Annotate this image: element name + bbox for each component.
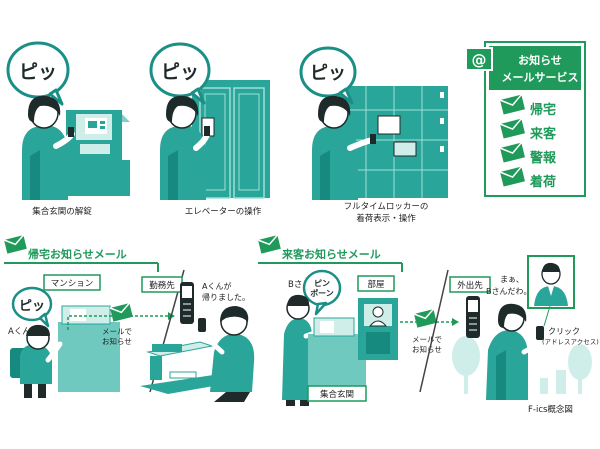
return-notification-section: 帰宅お知らせメール マンション ピッ Aくん	[3, 234, 255, 402]
mobile-phone-icon	[466, 296, 480, 338]
envelope-icon	[3, 234, 27, 254]
background-trees	[452, 336, 592, 394]
message-line1: まぁ、	[500, 275, 524, 284]
speech-bubble: ピッ	[6, 41, 70, 106]
caption-elevator: エレベーターの操作	[185, 206, 262, 217]
caption-entrance-unlock: 集合玄関の解錠	[32, 206, 92, 217]
service-item-label: 帰宅	[530, 102, 556, 118]
service-item-label: 着荷	[529, 174, 556, 190]
section-header: 来客お知らせメール	[257, 234, 403, 272]
label-b-san: Bさん	[288, 280, 311, 290]
label-room: 部屋	[367, 279, 385, 290]
label-a-kun: Aくん	[8, 327, 31, 337]
svg-text:@: @	[472, 51, 487, 69]
section-header: 帰宅お知らせメール	[3, 234, 159, 272]
bubble-text: ピッ	[310, 63, 346, 84]
bubble-text-line1: ピン	[314, 278, 330, 288]
bubble-text-line2: ポーン	[310, 288, 334, 298]
service-title-line1: お知らせ	[518, 53, 562, 67]
concept-diagram-note: F-ics概念図	[528, 404, 573, 415]
mail-at-icon: @	[465, 47, 493, 71]
envelope-icon	[499, 118, 525, 139]
envelope-icon	[499, 142, 525, 163]
resident-woman	[22, 95, 75, 200]
mobile-phone-icon	[180, 282, 194, 324]
message-line2: 帰りました。	[202, 292, 250, 302]
mail-notice-line1: メールで	[412, 335, 442, 344]
message-line2: Bさんだわ。	[486, 287, 532, 296]
mail-notice-line2: お知らせ	[412, 344, 442, 354]
panel-entrance-unlock: ピッ 集合玄関の解錠	[6, 41, 130, 217]
caption-locker-line2: 着荷表示・操作	[356, 213, 416, 224]
envelope-icon	[413, 308, 437, 328]
envelope-icon	[499, 94, 525, 115]
flow-arrow	[400, 318, 459, 326]
label-outside: 外出先	[457, 280, 483, 291]
label-entrance: 集合玄関	[320, 389, 354, 400]
mail-notice-line2: お知らせ	[102, 336, 132, 346]
panel-locker: ピッ フルタイムロッカーの 着荷表示・操作	[299, 46, 448, 224]
service-item-return: 帰宅	[499, 94, 556, 118]
visitor-b-san	[282, 294, 329, 406]
visitor-photo-frame	[527, 255, 575, 309]
bubble-text: ピッ	[161, 61, 199, 83]
envelope-icon	[109, 302, 133, 322]
speech-bubble: ピッ	[149, 42, 211, 105]
resident-woman-outside	[486, 303, 551, 400]
entrance-panel-device	[58, 305, 120, 392]
parent-at-work	[198, 306, 255, 402]
notification-mail-service-box: @ お知らせ メールサービス 帰宅 来客 警報	[465, 41, 586, 197]
visitor-notification-section: 来客お知らせメール Bさん ピン ポーン 集合玄関	[257, 234, 599, 406]
section-title: 来客お知らせメール	[281, 247, 381, 261]
caption-locker-line1: フルタイムロッカーの	[344, 202, 429, 212]
service-item-alarm: 警報	[499, 142, 557, 166]
service-title-line2: メールサービス	[502, 70, 579, 84]
panel-elevator: ピッ エレベーターの操作	[149, 42, 270, 217]
message-line1: Aくんが	[202, 281, 231, 291]
click-label-line1: クリック	[548, 327, 580, 336]
section-title: 帰宅お知らせメール	[28, 247, 127, 261]
service-item-delivery: 着荷	[499, 166, 556, 190]
divider-slash	[419, 269, 449, 393]
service-item-visitor: 来客	[499, 118, 557, 142]
speech-bubble: ピッ	[299, 46, 357, 105]
room-intercom-monitor	[358, 298, 398, 360]
envelope-icon	[499, 166, 525, 187]
speech-bubble: ピン ポーン	[302, 269, 342, 316]
resident-woman	[312, 95, 376, 200]
envelope-icon	[257, 234, 281, 254]
service-item-label: 警報	[530, 150, 557, 166]
resident-woman	[160, 95, 211, 200]
bubble-text: ピッ	[19, 61, 57, 83]
service-item-label: 来客	[529, 126, 557, 142]
bubble-text: ピッ	[19, 299, 45, 314]
speech-bubble: ピッ	[11, 286, 53, 328]
mail-notice-line1: メールで	[102, 327, 132, 336]
label-workplace: 勤務先	[149, 280, 175, 291]
click-label-line2: (アドレスアクセス)	[542, 338, 599, 346]
child-a-kun	[10, 324, 63, 398]
label-mansion: マンション	[51, 279, 94, 289]
entrance-panel-device	[56, 110, 130, 196]
